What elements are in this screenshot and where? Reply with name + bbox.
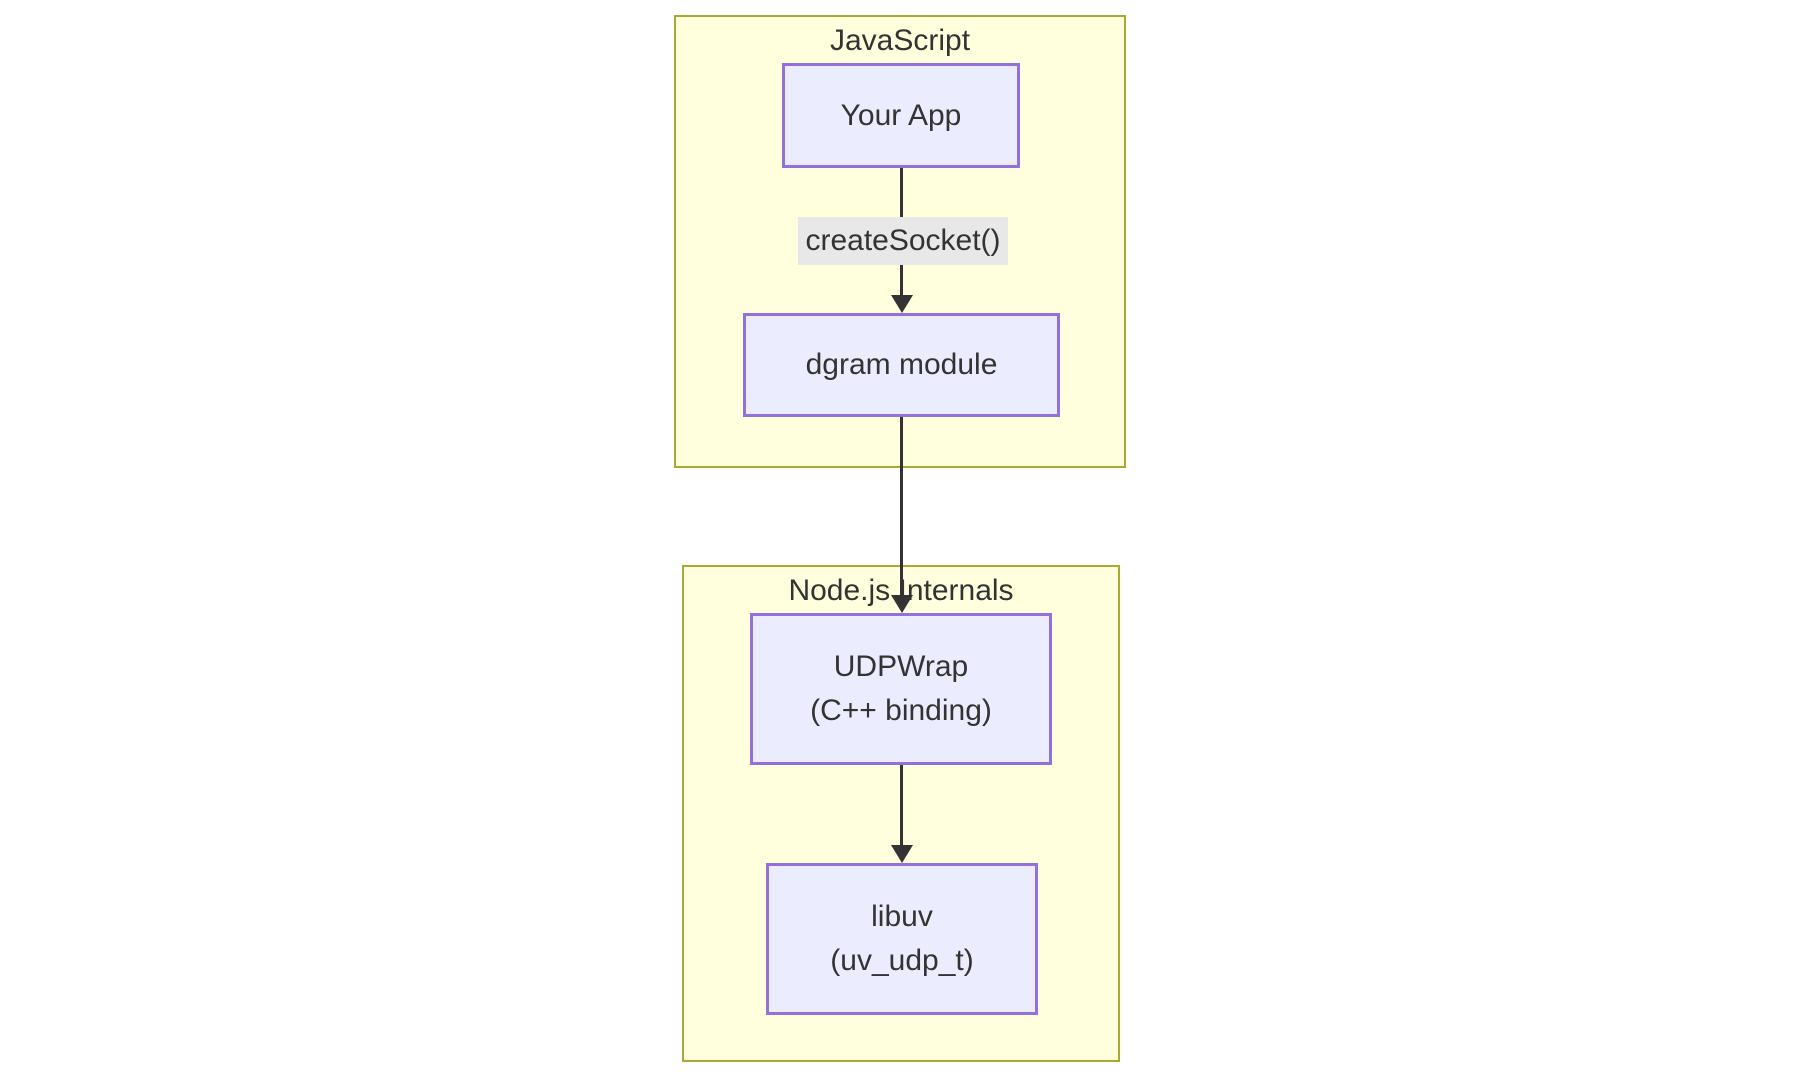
node-udpwrap-label-line2: (C++ binding) (810, 694, 992, 727)
node-dgram-module: dgram module (743, 313, 1060, 417)
edge-udpwrap-to-libuv (900, 765, 903, 845)
node-libuv-label-line1: libuv (871, 900, 933, 933)
edge-label-createsocket: createSocket() (798, 217, 1008, 265)
node-dgram-module-label: dgram module (805, 348, 998, 381)
node-your-app-label: Your App (840, 98, 962, 132)
arrowhead-down-icon (891, 295, 913, 313)
arrowhead-down-icon (891, 845, 913, 863)
node-udpwrap-label-line1: UDPWrap (833, 650, 969, 683)
node-your-app: Your App (782, 63, 1020, 168)
node-libuv: libuv (uv_udp_t) (766, 863, 1038, 1015)
node-libuv-label-line2: (uv_udp_t) (830, 944, 974, 977)
arrowhead-down-icon (891, 595, 913, 613)
subgraph-javascript-title: JavaScript (829, 24, 971, 57)
node-udpwrap: UDPWrap (C++ binding) (750, 613, 1052, 765)
edge-dgram-to-udpwrap (900, 417, 903, 595)
